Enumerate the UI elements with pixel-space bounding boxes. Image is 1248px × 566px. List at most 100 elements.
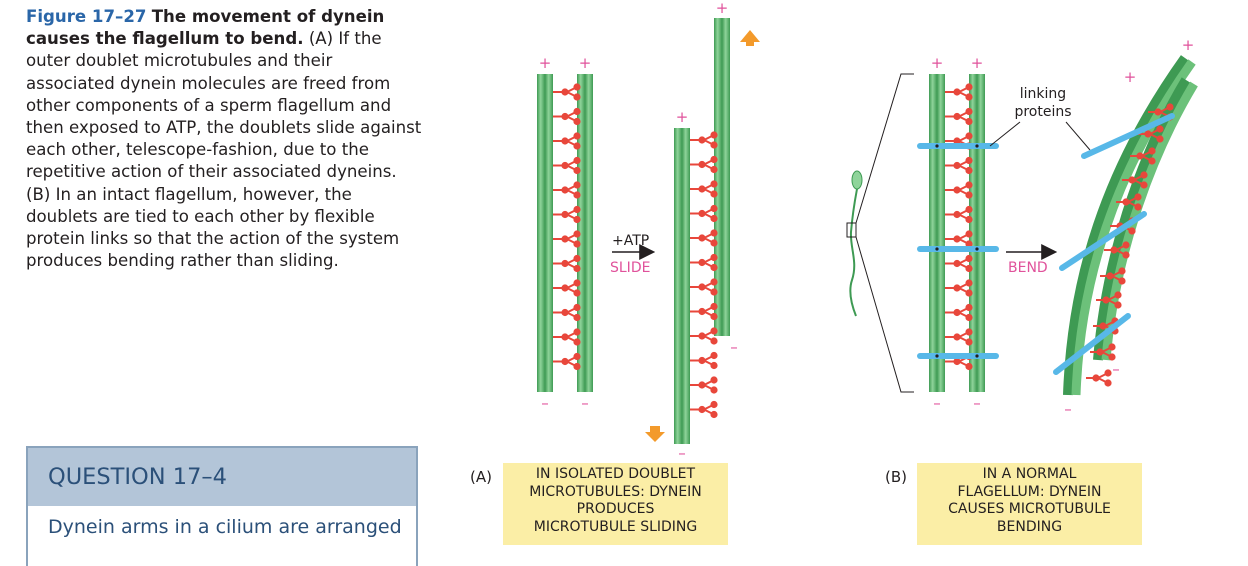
dynein-head	[1136, 152, 1144, 160]
microtubule-doublet	[545, 74, 553, 392]
dynein-head	[1154, 108, 1162, 116]
zoom-region	[846, 222, 857, 238]
dynein-head	[561, 88, 569, 96]
dynein-head	[1118, 277, 1126, 285]
dynein-head	[573, 117, 581, 126]
pointer-line	[989, 121, 1021, 147]
dynein-head	[710, 400, 718, 409]
dynein-head	[965, 254, 973, 263]
plus-sign: +	[931, 54, 944, 72]
dynein-head	[965, 93, 973, 101]
dynein-head	[561, 137, 569, 145]
dynein-head	[573, 215, 581, 224]
panel-a-label-line: IN ISOLATED DOUBLET	[535, 466, 696, 482]
dynein-head	[698, 405, 706, 414]
dynein-head	[710, 131, 718, 139]
dynein-head	[965, 313, 973, 322]
pointer-line	[1065, 121, 1091, 151]
linking-proteins-label: proteins	[1014, 104, 1071, 120]
dynein-head	[710, 410, 718, 419]
dynein-head	[698, 185, 706, 193]
dynein-head	[710, 229, 718, 237]
dynein-head	[698, 332, 706, 340]
question-heading: QUESTION 17–4	[28, 448, 416, 506]
plus-sign: +	[539, 54, 552, 72]
dynein-head	[965, 264, 973, 273]
slide-label: SLIDE	[610, 260, 650, 276]
dynein-head	[1092, 374, 1100, 382]
dynein-arms	[690, 131, 718, 419]
panel-b-letter: (B)	[885, 468, 907, 486]
dynein-head	[573, 362, 581, 371]
microtubule-doublet	[929, 74, 937, 392]
dynein-head	[1110, 246, 1118, 254]
dynein-head	[573, 93, 581, 101]
figure-caption-body: (A) If the outer doublet microtubules an…	[26, 29, 422, 271]
linking-proteins-label: linking	[1020, 86, 1066, 102]
dynein-head	[965, 230, 973, 238]
dynein-head	[953, 235, 961, 243]
dynein-head	[1144, 130, 1152, 138]
dynein-head	[710, 204, 718, 213]
plus-sign: +	[971, 54, 984, 72]
dynein-head	[710, 165, 718, 174]
dynein-head	[953, 333, 961, 341]
plus-sign: +	[579, 54, 592, 72]
panel-a-label-box: IN ISOLATED DOUBLET MICROTUBULES: DYNEIN…	[503, 463, 728, 545]
panel-b-label-line: BENDING	[996, 518, 1063, 535]
dynein-head	[698, 356, 706, 365]
linking-proteins	[917, 143, 999, 359]
dynein-head	[573, 338, 581, 346]
plus-sign: +	[716, 0, 729, 17]
dynein-head	[953, 308, 961, 317]
dynein-head	[561, 284, 569, 292]
sperm-cell	[846, 170, 863, 317]
link-attachment	[975, 247, 979, 251]
dynein-head	[953, 210, 961, 219]
arrow-down-icon	[645, 426, 665, 442]
dynein-head	[710, 361, 718, 370]
dynein-head	[710, 327, 718, 335]
link-attachment	[975, 354, 979, 358]
sperm-head	[851, 170, 863, 190]
dynein-head	[710, 180, 718, 188]
dynein-head	[1108, 353, 1116, 361]
dynein-head	[965, 117, 973, 126]
dynein-head	[698, 283, 706, 291]
microtubule-doublet	[937, 74, 945, 392]
dynein-head	[1140, 171, 1148, 179]
dynein-head	[965, 279, 973, 287]
dynein-head	[965, 191, 973, 199]
minus-sign: –	[730, 338, 738, 356]
minus-sign: –	[1112, 360, 1120, 378]
dynein-head	[698, 209, 706, 218]
dynein-head	[965, 328, 973, 336]
linking-protein	[1053, 313, 1131, 375]
dynein-head	[1134, 203, 1142, 211]
dynein-head	[953, 186, 961, 194]
dynein-head	[1148, 147, 1156, 155]
minus-sign: –	[933, 394, 941, 412]
dynein-head	[953, 284, 961, 292]
dynein-head	[573, 107, 581, 116]
dynein-head	[1108, 343, 1116, 351]
microtubule-doublet	[722, 18, 730, 336]
panel-a-label-line: MICROTUBULES: DYNEIN	[529, 483, 702, 500]
dynein-head	[573, 142, 581, 150]
dynein-head	[573, 289, 581, 297]
dynein-head	[573, 328, 581, 336]
question-box: QUESTION 17–4 Dynein arms in a cilium ar…	[26, 446, 418, 566]
dynein-head	[561, 308, 569, 317]
panel-b-bent-doublet-pair	[1053, 55, 1198, 396]
dynein-head	[561, 112, 569, 121]
dynein-head	[573, 264, 581, 273]
minus-sign: –	[973, 394, 981, 412]
dynein-head	[561, 357, 569, 366]
zoom-bracket	[855, 73, 914, 393]
dynein-head	[1128, 227, 1136, 235]
dynein-head	[965, 205, 973, 214]
dynein-head	[710, 214, 718, 223]
dynein-head	[1166, 103, 1174, 111]
dynein-head	[1122, 198, 1130, 206]
minus-sign: –	[1064, 400, 1072, 418]
